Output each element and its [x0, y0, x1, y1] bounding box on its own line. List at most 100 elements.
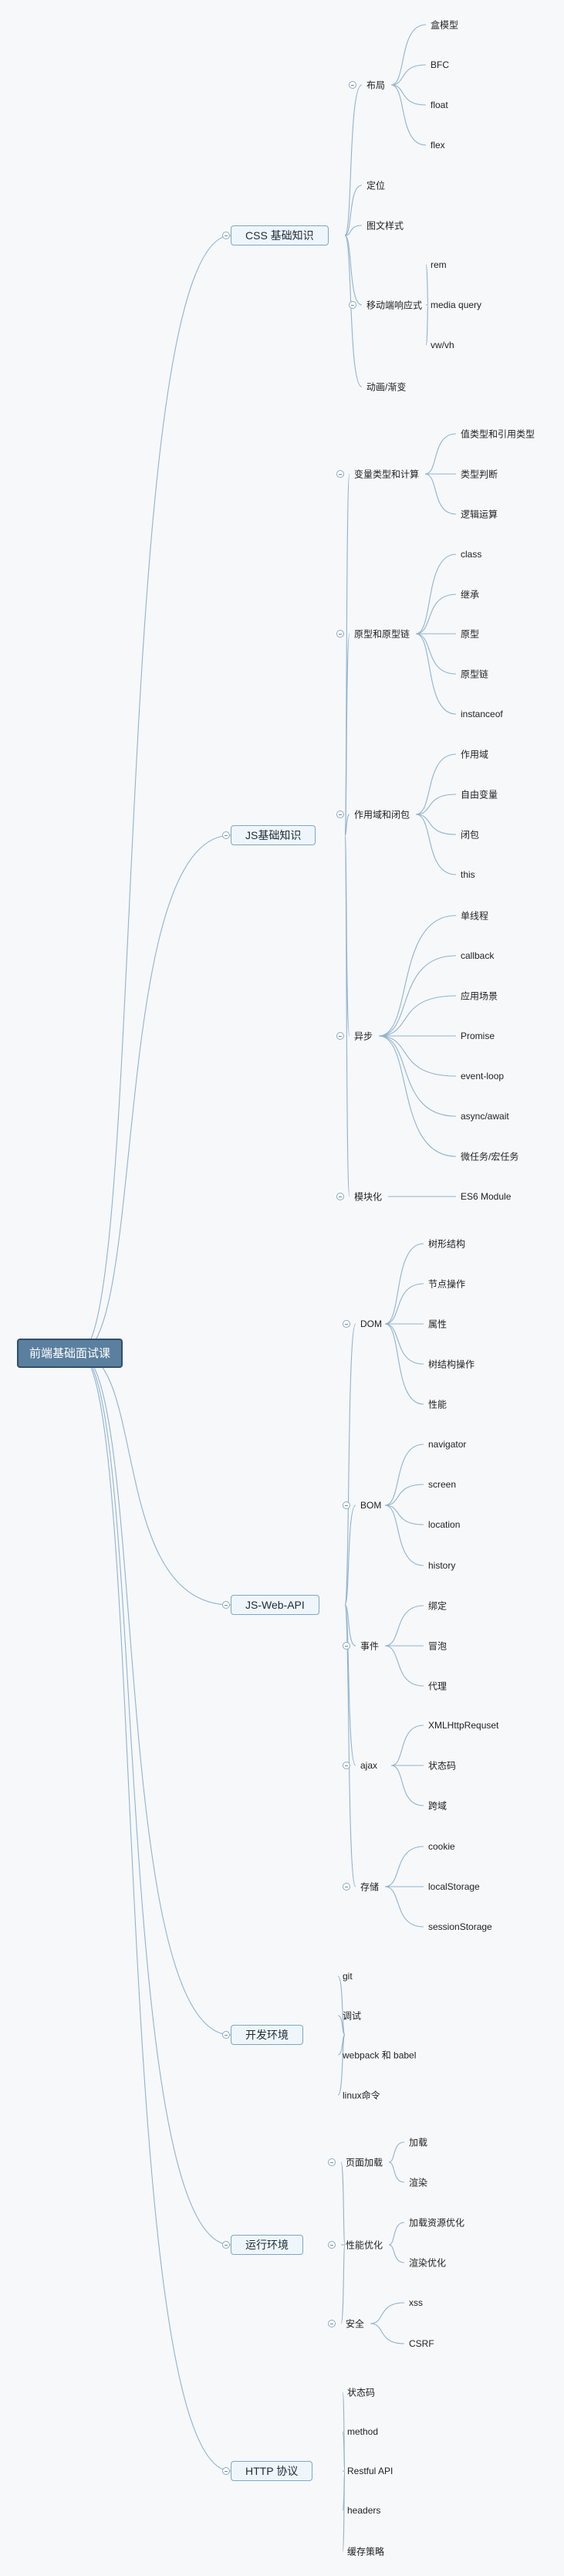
sub-topic[interactable]: 布局: [366, 80, 386, 91]
leaf-topic[interactable]: rem: [431, 259, 447, 270]
branch-topic[interactable]: 开发环境: [231, 2025, 303, 2045]
leaf-topic[interactable]: 原型: [461, 628, 480, 640]
leaf-topic[interactable]: screen: [428, 1479, 457, 1490]
leaf-topic[interactable]: history: [428, 1560, 456, 1571]
leaf-topic[interactable]: 原型链: [461, 669, 489, 680]
collapse-toggle-icon[interactable]: [343, 1883, 350, 1891]
leaf-topic[interactable]: 单线程: [461, 910, 489, 922]
collapse-toggle-icon[interactable]: [222, 2467, 230, 2475]
leaf-topic[interactable]: 继承: [461, 589, 480, 601]
sub-topic[interactable]: BOM: [360, 1500, 382, 1511]
collapse-toggle-icon[interactable]: [336, 1193, 344, 1200]
leaf-topic[interactable]: cookie: [428, 1841, 455, 1852]
sub-topic[interactable]: 定位: [366, 180, 386, 191]
leaf-topic[interactable]: 渲染优化: [409, 2257, 447, 2269]
sub-topic[interactable]: 异步: [354, 1031, 373, 1042]
leaf-topic[interactable]: 绑定: [428, 1600, 447, 1612]
collapse-toggle-icon[interactable]: [349, 301, 356, 309]
leaf-topic[interactable]: 渲染: [409, 2177, 428, 2188]
sub-topic[interactable]: 事件: [360, 1640, 380, 1652]
collapse-toggle-icon[interactable]: [336, 1032, 344, 1040]
leaf-topic[interactable]: this: [461, 869, 475, 880]
sub-topic[interactable]: headers: [347, 2505, 381, 2516]
leaf-topic[interactable]: instanceof: [461, 709, 503, 719]
collapse-toggle-icon[interactable]: [336, 811, 344, 818]
leaf-topic[interactable]: 跨域: [428, 1800, 447, 1812]
leaf-topic[interactable]: sessionStorage: [428, 1921, 492, 1932]
leaf-topic[interactable]: async/await: [461, 1111, 509, 1122]
branch-topic[interactable]: JS-Web-API: [231, 1595, 319, 1615]
collapse-toggle-icon[interactable]: [343, 1762, 350, 1769]
leaf-topic[interactable]: event-loop: [461, 1071, 505, 1082]
leaf-topic[interactable]: 值类型和引用类型: [461, 428, 535, 440]
branch-topic[interactable]: JS基础知识: [231, 825, 316, 845]
sub-topic[interactable]: 作用域和闭包: [354, 809, 410, 821]
collapse-toggle-icon[interactable]: [328, 2320, 336, 2327]
root-topic[interactable]: 前端基础面试课: [17, 1339, 123, 1368]
collapse-toggle-icon[interactable]: [222, 232, 230, 239]
leaf-topic[interactable]: vw/vh: [431, 340, 454, 350]
sub-topic[interactable]: 存储: [360, 1881, 380, 1893]
collapse-toggle-icon[interactable]: [328, 2158, 336, 2166]
sub-topic[interactable]: 模块化: [354, 1191, 383, 1203]
leaf-topic[interactable]: CSRF: [409, 2338, 434, 2349]
collapse-toggle-icon[interactable]: [328, 2241, 336, 2249]
sub-topic[interactable]: 缓存策略: [347, 2546, 385, 2557]
leaf-topic[interactable]: 加载: [409, 2137, 428, 2148]
collapse-toggle-icon[interactable]: [343, 1501, 350, 1509]
leaf-topic[interactable]: xss: [409, 2297, 423, 2308]
leaf-topic[interactable]: 逻辑运算: [461, 509, 498, 520]
leaf-topic[interactable]: 应用场景: [461, 990, 498, 1002]
leaf-topic[interactable]: float: [431, 100, 448, 110]
branch-topic[interactable]: HTTP 协议: [231, 2461, 313, 2481]
leaf-topic[interactable]: 作用域: [461, 749, 489, 760]
collapse-toggle-icon[interactable]: [222, 2031, 230, 2039]
leaf-topic[interactable]: 冒泡: [428, 1640, 447, 1652]
leaf-topic[interactable]: 盒模型: [431, 19, 459, 31]
sub-topic[interactable]: 图文样式: [366, 220, 404, 232]
sub-topic[interactable]: Restful API: [347, 2466, 393, 2476]
sub-topic[interactable]: method: [347, 2426, 379, 2437]
sub-topic[interactable]: 变量类型和计算: [354, 469, 420, 480]
leaf-topic[interactable]: XMLHttpRequset: [428, 1720, 499, 1731]
collapse-toggle-icon[interactable]: [343, 1320, 350, 1328]
sub-topic[interactable]: 动画/渐变: [366, 381, 407, 393]
leaf-topic[interactable]: 自由变量: [461, 789, 498, 801]
leaf-topic[interactable]: 性能: [428, 1399, 447, 1410]
leaf-topic[interactable]: 加载资源优化: [409, 2217, 465, 2229]
leaf-topic[interactable]: location: [428, 1519, 461, 1530]
sub-topic[interactable]: 页面加载: [346, 2157, 383, 2168]
leaf-topic[interactable]: class: [461, 549, 482, 560]
collapse-toggle-icon[interactable]: [343, 1642, 350, 1650]
sub-topic[interactable]: 状态码: [347, 2387, 376, 2398]
collapse-toggle-icon[interactable]: [349, 81, 356, 89]
sub-topic[interactable]: 性能优化: [346, 2239, 383, 2251]
leaf-topic[interactable]: 类型判断: [461, 469, 498, 480]
sub-topic[interactable]: 调试: [343, 2010, 362, 2022]
leaf-topic[interactable]: flex: [431, 140, 445, 151]
sub-topic[interactable]: linux命令: [343, 2090, 380, 2101]
leaf-topic[interactable]: 状态码: [428, 1760, 457, 1772]
leaf-topic[interactable]: BFC: [431, 59, 449, 70]
collapse-toggle-icon[interactable]: [336, 470, 344, 478]
collapse-toggle-icon[interactable]: [222, 2241, 230, 2249]
collapse-toggle-icon[interactable]: [222, 1601, 230, 1609]
sub-topic[interactable]: ajax: [360, 1760, 378, 1771]
sub-topic[interactable]: git: [343, 1971, 353, 1982]
collapse-toggle-icon[interactable]: [222, 831, 230, 839]
leaf-topic[interactable]: media query: [431, 300, 482, 310]
leaf-topic[interactable]: 代理: [428, 1681, 447, 1692]
sub-topic[interactable]: DOM: [360, 1318, 382, 1329]
branch-topic[interactable]: CSS 基础知识: [231, 225, 329, 245]
sub-topic[interactable]: 原型和原型链: [354, 628, 410, 640]
leaf-topic[interactable]: 属性: [428, 1318, 447, 1330]
leaf-topic[interactable]: navigator: [428, 1439, 467, 1450]
leaf-topic[interactable]: 闭包: [461, 829, 480, 841]
leaf-topic[interactable]: 微任务/宏任务: [461, 1151, 519, 1163]
leaf-topic[interactable]: 树结构操作: [428, 1359, 475, 1370]
leaf-topic[interactable]: 树形结构: [428, 1238, 466, 1250]
leaf-topic[interactable]: localStorage: [428, 1881, 480, 1892]
sub-topic[interactable]: webpack 和 babel: [343, 2050, 417, 2061]
leaf-topic[interactable]: callback: [461, 950, 495, 961]
branch-topic[interactable]: 运行环境: [231, 2235, 303, 2255]
